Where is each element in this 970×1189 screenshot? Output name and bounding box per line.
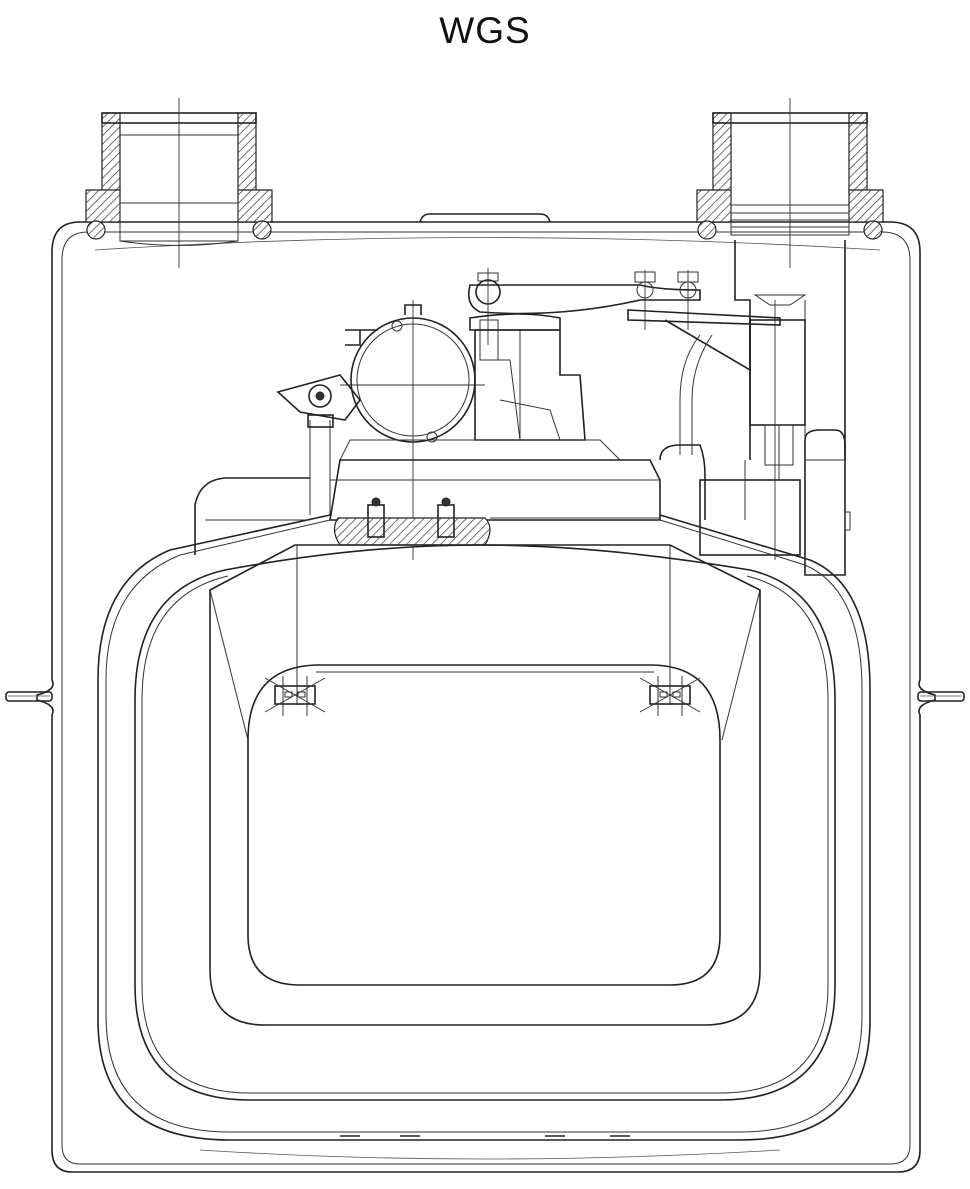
diagram-title: WGS xyxy=(439,10,531,51)
diaphragm-gasket xyxy=(333,497,491,546)
right-diaphragm-clip xyxy=(639,676,701,716)
meter-casing xyxy=(36,221,936,1173)
valve-mechanism xyxy=(194,268,851,576)
top-cover-seam xyxy=(419,213,551,223)
outlet-connector xyxy=(696,98,884,560)
left-flange xyxy=(5,691,53,702)
inlet-connector xyxy=(85,98,273,268)
measuring-chamber xyxy=(97,514,871,1141)
right-flange xyxy=(917,691,965,702)
left-diaphragm-clip xyxy=(264,676,326,716)
